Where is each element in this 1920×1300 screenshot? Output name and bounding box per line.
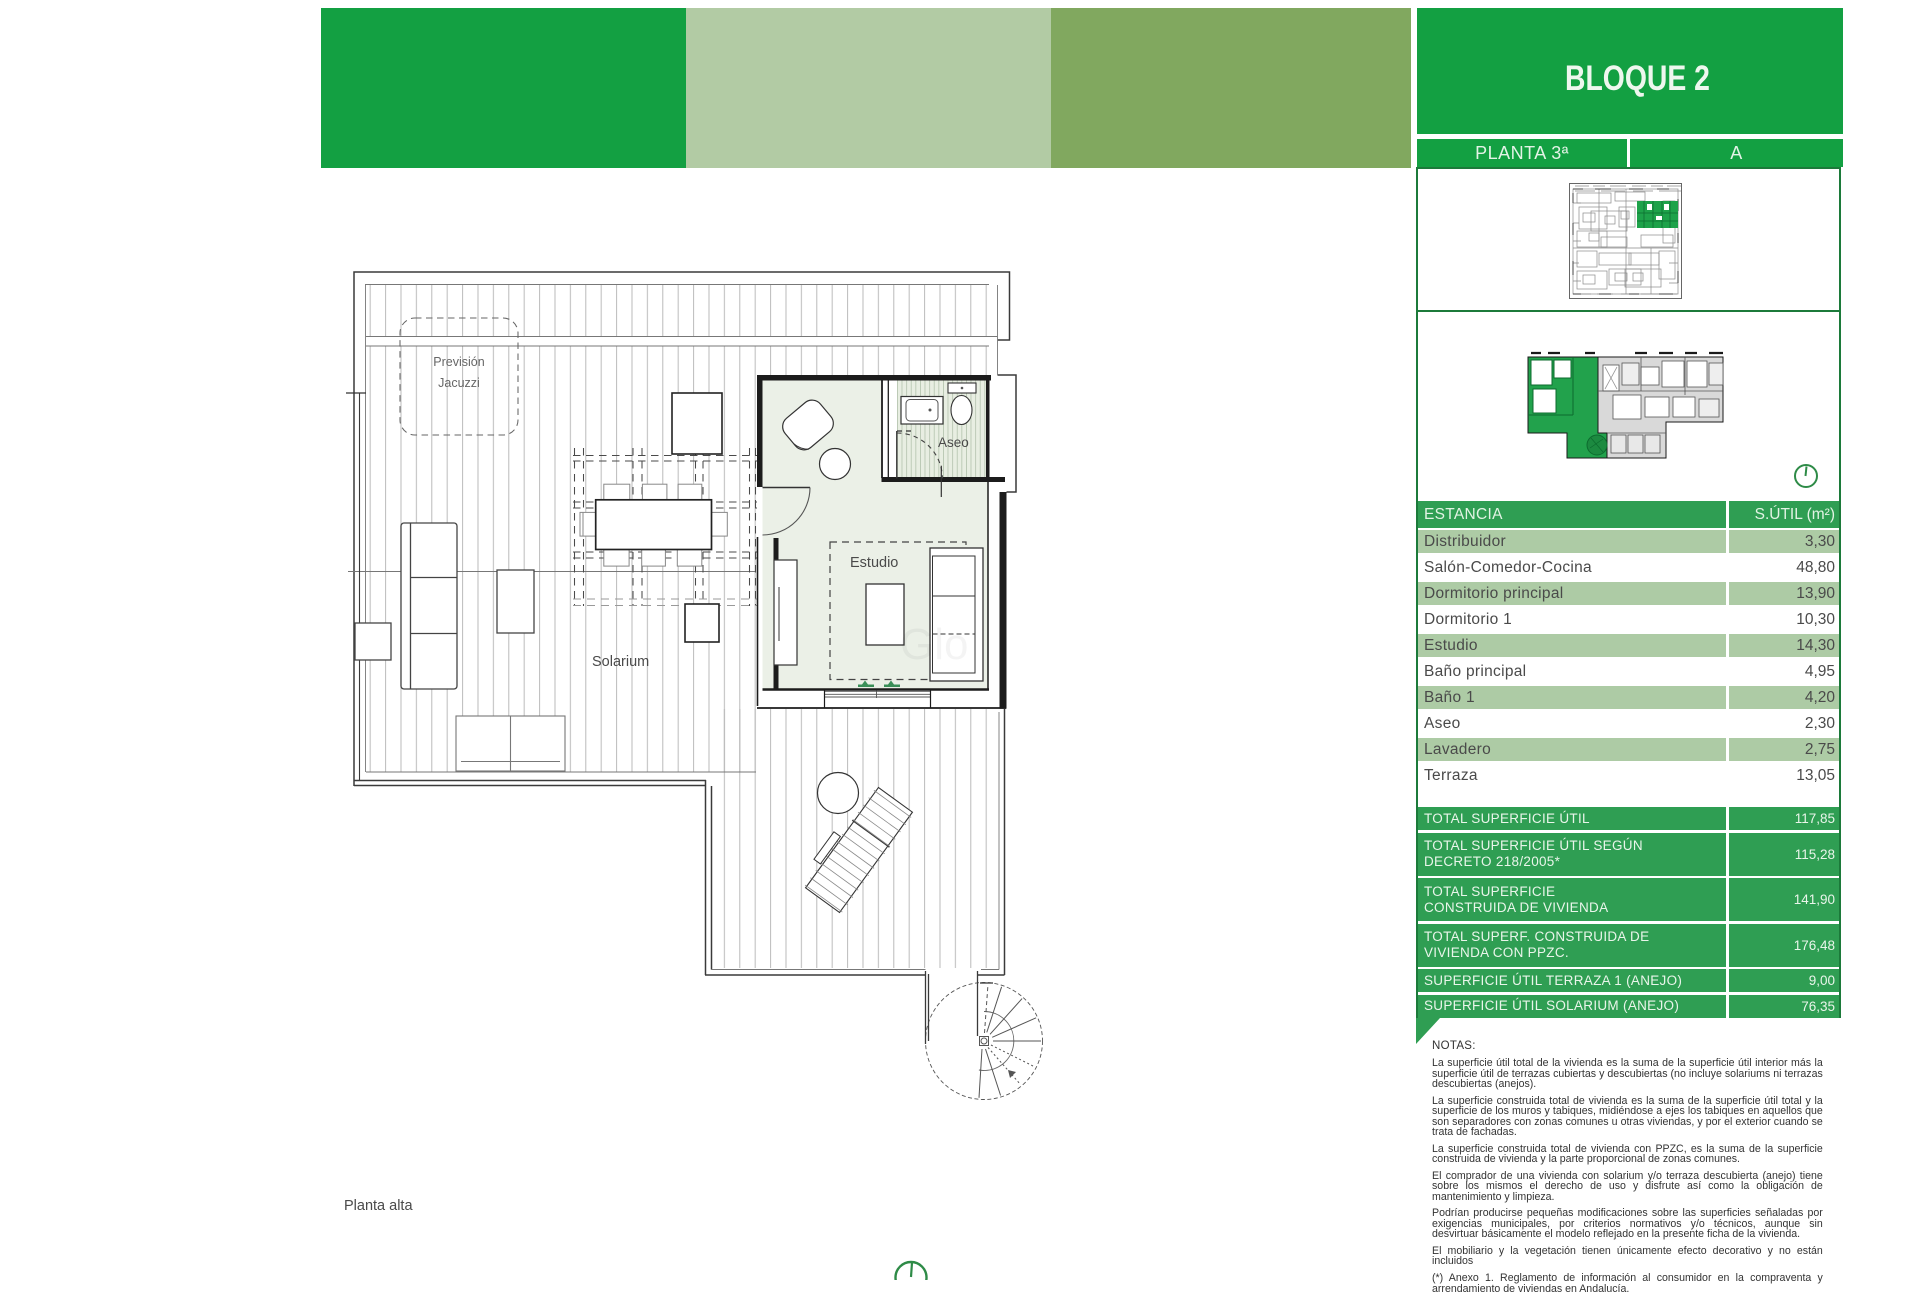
svg-text:Jacuzzi: Jacuzzi	[438, 376, 480, 390]
svg-text:Solarium: Solarium	[592, 654, 649, 670]
svg-text:Estudio: Estudio	[850, 555, 898, 571]
svg-text:Aseo: Aseo	[938, 435, 969, 450]
svg-text:Glo: Glo	[900, 620, 968, 669]
svg-text:Planta alta: Planta alta	[344, 1198, 413, 1214]
svg-text:Previsión: Previsión	[433, 355, 484, 369]
